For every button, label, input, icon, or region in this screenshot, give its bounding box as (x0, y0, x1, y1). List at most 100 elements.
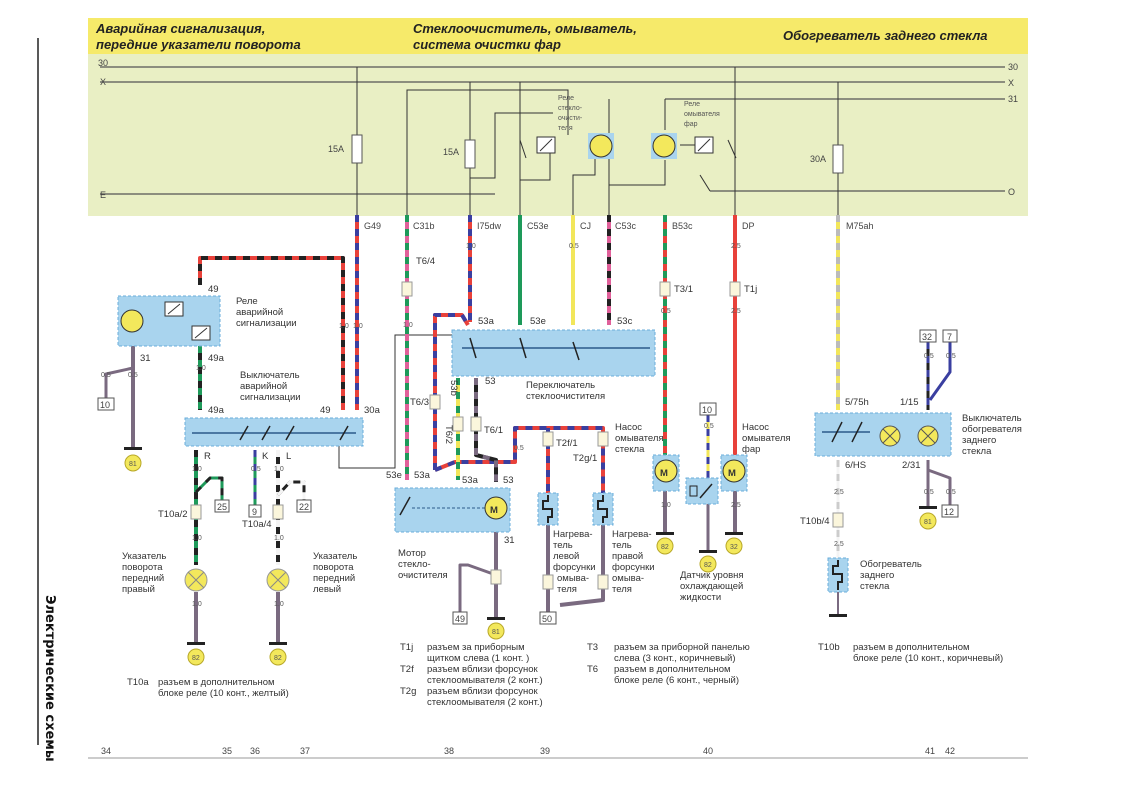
svg-text:стекла: стекла (615, 444, 645, 455)
svg-text:Нагрева-: Нагрева- (553, 529, 593, 540)
pin-5-75h: 5/75h (845, 397, 869, 408)
svg-text:1.0: 1.0 (661, 502, 671, 509)
side-title: Электрические схемы (42, 595, 57, 762)
svg-text:35: 35 (222, 746, 232, 756)
svg-text:правый: правый (122, 584, 155, 595)
svg-text:разъем за приборной панелью: разъем за приборной панелью (614, 642, 750, 653)
header-left-2: передние указатели поворота (96, 37, 301, 52)
svg-text:1.0: 1.0 (274, 535, 284, 542)
svg-text:2.5: 2.5 (731, 502, 741, 509)
svg-text:50: 50 (542, 614, 552, 624)
svg-text:0.5: 0.5 (569, 243, 579, 250)
pin-53-motor: 53 (503, 475, 514, 486)
svg-text:Мотор: Мотор (398, 548, 426, 559)
svg-text:передний: передний (122, 573, 164, 584)
heater-left-nozzle (537, 492, 559, 526)
pin-R: R (204, 451, 211, 462)
svg-text:блоке реле (10 конт., желтый): блоке реле (10 конт., желтый) (158, 688, 289, 699)
svg-text:0.5: 0.5 (128, 372, 138, 379)
svg-text:аварийной: аварийной (236, 307, 283, 318)
legend-T10b: T10b разъем в дополнительном блоке реле … (818, 642, 1003, 664)
wire-31-motor-branch (458, 563, 497, 612)
pin-30a: 30a (364, 405, 381, 416)
legend-T10a: T10a разъем в дополнительном блоке реле … (127, 677, 289, 699)
pin-53c-switch: 53c (617, 316, 633, 327)
svg-text:41: 41 (925, 746, 935, 756)
svg-text:0.5: 0.5 (101, 372, 111, 379)
legend-T6: T6 разъем в дополнительном блоке реле (6… (587, 664, 739, 686)
wiper-relay-label-1: Реле (558, 95, 574, 102)
bus-label-o-right: O (1008, 187, 1015, 197)
svg-text:T3: T3 (587, 642, 598, 653)
svg-text:тель: тель (553, 540, 573, 551)
svg-text:1.0: 1.0 (339, 323, 349, 330)
wire-L-branch (276, 480, 306, 500)
bus-label-e-left: E (100, 190, 106, 200)
svg-text:82: 82 (192, 655, 200, 662)
svg-text:0.5: 0.5 (924, 353, 934, 360)
wire-53a-motor (433, 313, 470, 470)
svg-text:49: 49 (455, 614, 465, 624)
svg-text:T2g: T2g (400, 686, 416, 697)
svg-text:0.5: 0.5 (704, 423, 714, 430)
ref-box-22: 22 (296, 499, 312, 513)
svg-text:0.5: 0.5 (251, 466, 261, 473)
wiper-relay-label-4: теля (558, 125, 573, 132)
column-numbers: 34 35 36 37 38 39 40 41 42 (101, 746, 955, 756)
svg-text:1.0: 1.0 (192, 601, 202, 608)
label-heater-right: Нагрева- тель правой форсунки омыва- тел… (612, 529, 655, 595)
header-left-1: Аварийная сигнализация, (95, 21, 265, 36)
svg-text:разъем вблизи форсунок: разъем вблизи форсунок (427, 664, 539, 675)
ref-box-10b: 10 (699, 402, 717, 416)
svg-text:82: 82 (274, 655, 282, 662)
rear-window-switch[interactable] (814, 412, 952, 457)
wire-7 (928, 342, 952, 401)
pin-53e-switch: 53e (530, 316, 546, 327)
ref-box-50: 50 (539, 611, 557, 625)
svg-text:1.0: 1.0 (274, 466, 284, 473)
legend-T3: T3 разъем за приборной панелью слева (3 … (587, 642, 750, 664)
svg-text:32: 32 (922, 332, 932, 342)
ref-box-25: 25 (214, 499, 230, 513)
header-right: Обогреватель заднего стекла (783, 28, 988, 43)
svg-text:10: 10 (100, 400, 110, 410)
rear-window-heater (827, 557, 849, 593)
svg-text:82: 82 (704, 562, 712, 569)
ground-82-sensor: 82 (699, 550, 717, 573)
svg-text:передний: передний (313, 573, 355, 584)
washer-pump (652, 454, 680, 492)
bus-label-30-left: 30 (98, 58, 108, 68)
heater-right-nozzle (592, 492, 614, 526)
svg-text:32: 32 (730, 544, 738, 551)
washer-relay-label-3: фар (684, 121, 698, 128)
wiper-relay-label-2: стекло- (558, 105, 583, 112)
header-center-2: система очистки фар (413, 37, 561, 52)
svg-text:1.0: 1.0 (274, 601, 284, 608)
hazard-relay (117, 295, 221, 347)
conn-T2g1: T2g/1 (573, 453, 597, 464)
connector-c31b: C31b (413, 221, 435, 231)
turn-signal-left-lamp (266, 568, 290, 592)
pin-53e-motor: 53e (386, 470, 402, 481)
svg-text:81: 81 (129, 461, 137, 468)
ref-box-10: 10 (97, 397, 115, 411)
conn-T10a4: T10a/4 (242, 519, 272, 530)
svg-text:омыва-: омыва- (557, 573, 589, 584)
wire-size-labels: 1.0 1.0 1.0 0.5 0.5 1.0 0.5 1.0 1.0 1.0 … (101, 243, 956, 608)
svg-text:аварийной: аварийной (240, 381, 287, 392)
wiper-switch[interactable] (451, 329, 656, 377)
svg-text:22: 22 (299, 502, 309, 512)
ground-82-left: 82 (269, 642, 287, 666)
svg-text:Насос: Насос (615, 422, 642, 433)
svg-text:Нагрева-: Нагрева- (612, 529, 652, 540)
connector-i75dw: I75dw (477, 221, 502, 231)
ground-82-right: 82 (187, 642, 205, 666)
fuse-15a-1 (351, 134, 363, 164)
legend-T2f: T2f разъем вблизи форсунок стеклоомывате… (400, 664, 543, 686)
fuse-label-2: 15A (443, 147, 459, 157)
svg-text:Выключатель: Выключатель (962, 413, 1022, 424)
svg-text:Выключатель: Выключатель (240, 370, 300, 381)
bus-label-30-right: 30 (1008, 62, 1018, 72)
pin-K: K (262, 451, 269, 462)
hazard-switch[interactable] (184, 417, 364, 447)
